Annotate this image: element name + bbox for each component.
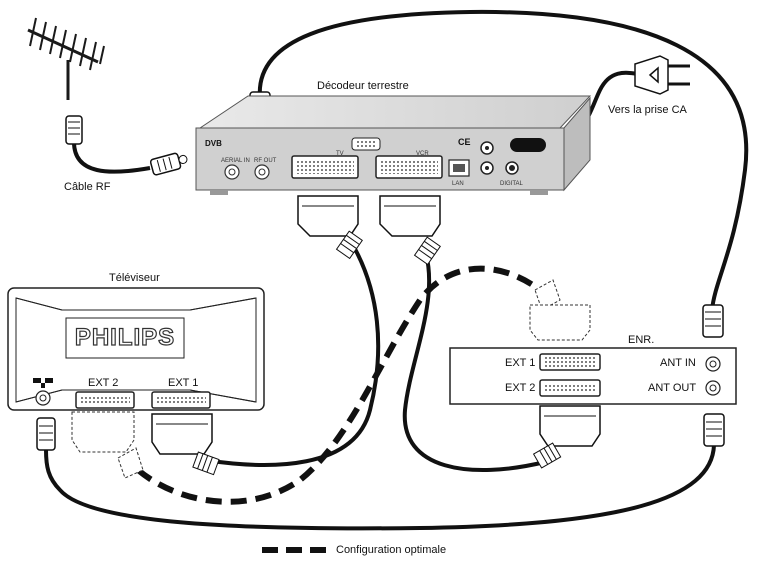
rf-plug-ant-in-icon — [702, 304, 724, 338]
aerial-in-socket[interactable] — [224, 164, 240, 180]
rf-plug-top-icon — [65, 115, 83, 145]
tv-label: Téléviseur — [109, 272, 160, 284]
decoder-lan-label: LAN — [452, 181, 464, 187]
recorder-ant-out-label: ANT OUT — [648, 382, 697, 394]
scart-plug-icon — [532, 405, 601, 469]
rf-out-socket[interactable] — [254, 164, 270, 180]
rf-loop-cable — [257, 9, 749, 311]
recorder-ant-out-socket[interactable] — [705, 380, 721, 396]
decoder-digital-label: DIGITAL — [500, 181, 523, 187]
scart-plug-icon — [297, 195, 363, 260]
scart-plug-icon — [379, 195, 441, 266]
scart-plug-optional-icon — [529, 279, 591, 341]
tv-ext1-label: EXT 1 — [168, 377, 199, 389]
decoder-power-socket[interactable] — [510, 138, 546, 152]
decoder-ce-mark: CE — [458, 137, 471, 147]
decoder-device — [195, 95, 592, 195]
ca-outlet-label: Vers la prise CA — [608, 104, 687, 116]
rf-plug-tv-icon — [36, 417, 56, 451]
recorder-ext1-label: EXT 1 — [505, 357, 536, 369]
recorder-ant-in-label: ANT IN — [660, 357, 696, 369]
scart-cable-decoder-tv — [204, 238, 381, 467]
recorder-label: ENR. — [628, 334, 655, 346]
legend-label: Configuration optimale — [336, 544, 447, 556]
optimal-scart-cable — [136, 265, 542, 505]
rf-cable — [65, 115, 188, 176]
scart-cable-decoder-recorder — [402, 249, 546, 473]
scart-plug-icon — [151, 413, 220, 476]
television-device — [7, 287, 265, 411]
decoder-tv-label: TV — [336, 151, 344, 157]
decoder-dvb-logo: DVB — [205, 139, 222, 148]
tv-brand-logo: PHILIPS — [74, 323, 176, 351]
scart-plug-optional-icon — [71, 411, 144, 479]
decoder-vcr-label: VCR — [416, 151, 429, 157]
decoder-aerial-in-label: AERIAL IN — [221, 158, 250, 164]
recorder-ext2-label: EXT 2 — [505, 382, 536, 394]
rf-cable-label: Câble RF — [64, 181, 111, 193]
tv-antenna-symbol-icon — [33, 378, 53, 388]
antenna-icon — [27, 17, 105, 100]
tv-ext2-label: EXT 2 — [88, 377, 119, 389]
decoder-label: Décodeur terrestre — [317, 80, 409, 92]
power-plug-icon — [634, 55, 690, 95]
rf-cable-recorder-tv — [44, 444, 716, 531]
recorder-ant-in-socket[interactable] — [705, 356, 721, 372]
rf-plug-side-icon — [149, 152, 182, 176]
rf-plug-ant-out-icon — [703, 413, 725, 447]
decoder-rf-out-label: RF OUT — [254, 158, 277, 164]
tv-antenna-socket[interactable] — [35, 390, 51, 406]
